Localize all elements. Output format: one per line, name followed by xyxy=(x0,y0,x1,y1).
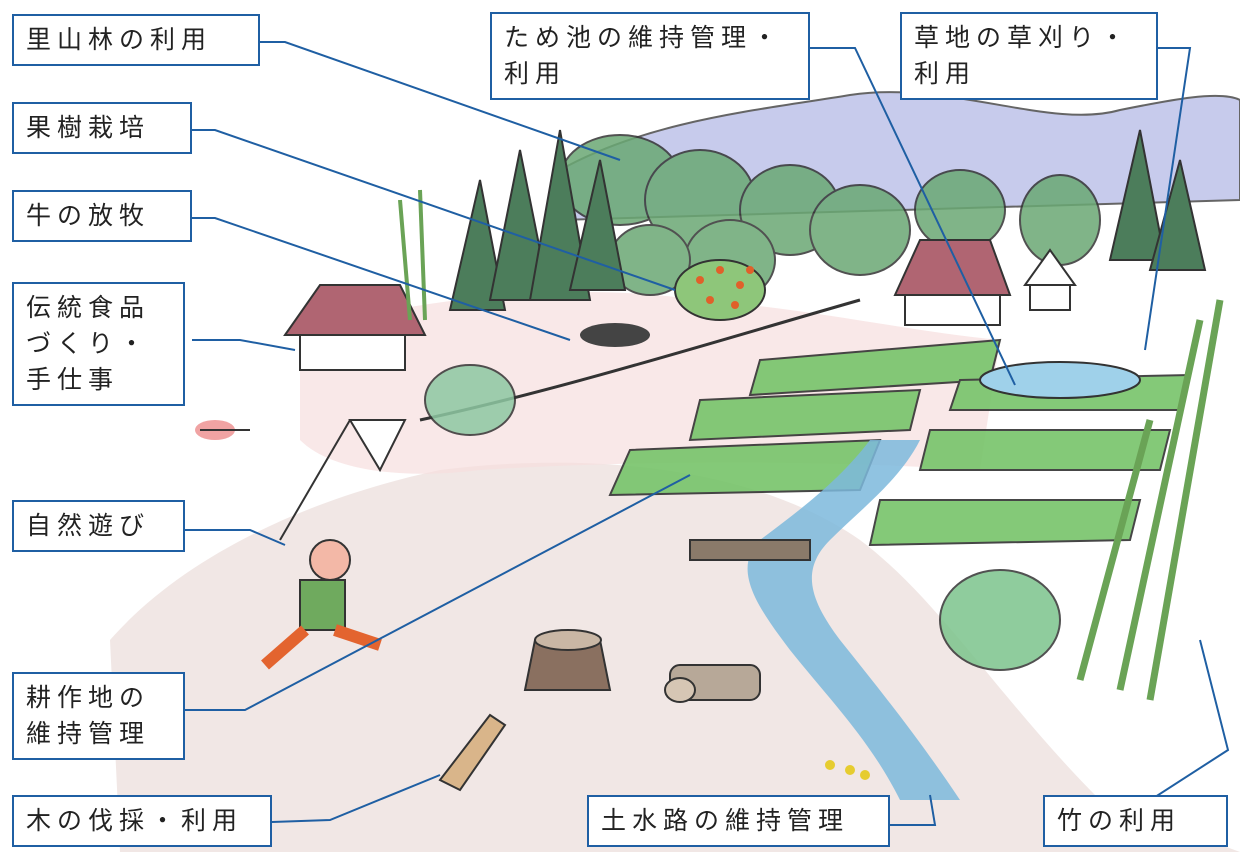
pond xyxy=(979,361,1141,399)
label-grassland: 草地の草刈り・ 利用 xyxy=(900,12,1158,100)
leader-nature xyxy=(185,529,286,546)
leader-farmland xyxy=(185,474,691,711)
leader-traditional xyxy=(192,339,296,351)
leader-bamboo xyxy=(1134,639,1230,811)
label-farmland-line1: 耕作地の xyxy=(26,683,151,712)
forest xyxy=(559,134,1101,301)
label-cattle-grazing: 牛の放牧 xyxy=(12,190,192,242)
cedar-trees xyxy=(448,129,1207,311)
label-satoyama-forest-text: 里山林の利用 xyxy=(26,25,213,54)
label-fruit-trees: 果樹栽培 xyxy=(12,102,192,154)
bamboo-left xyxy=(398,189,427,321)
bush xyxy=(939,569,1061,671)
label-traditional-food: 伝統食品 づくり・ 手仕事 xyxy=(12,282,185,406)
bamboo xyxy=(1076,299,1224,701)
label-pond: ため池の維持管理・ 利用 xyxy=(490,12,810,100)
leader-cattle xyxy=(192,217,571,341)
leader-fruit xyxy=(192,129,676,291)
leader-tree-felling xyxy=(271,774,441,823)
bridge xyxy=(689,539,811,561)
leader-pond xyxy=(810,47,1016,386)
leader-grassland xyxy=(1144,47,1192,351)
label-pond-line1: ため池の維持管理・ xyxy=(504,23,784,52)
log-pile xyxy=(664,664,761,703)
leader-satoyama xyxy=(260,41,621,161)
cow xyxy=(580,323,650,347)
label-farmland-line2: 維持管理 xyxy=(26,719,151,748)
label-cattle-grazing-text: 牛の放牧 xyxy=(26,201,151,230)
flowers xyxy=(825,760,870,780)
label-earthen-channel: 土水路の維持管理 xyxy=(587,795,890,847)
dragonfly xyxy=(195,420,250,440)
bush-left xyxy=(424,364,516,436)
leader-channel xyxy=(890,794,937,826)
label-grassland-line1: 草地の草刈り・ xyxy=(914,23,1132,52)
child-with-net xyxy=(261,419,407,670)
label-earthen-channel-text: 土水路の維持管理 xyxy=(601,806,850,835)
label-fruit-trees-text: 果樹栽培 xyxy=(26,113,151,142)
log xyxy=(438,713,507,792)
label-tree-felling: 木の伐採・利用 xyxy=(12,795,272,847)
label-grassland-line2: 利用 xyxy=(914,59,977,88)
label-nature-play-text: 自然遊び xyxy=(26,511,151,540)
label-tree-felling-text: 木の伐採・利用 xyxy=(26,806,244,835)
label-traditional-food-line2: づくり・ xyxy=(26,329,151,358)
label-pond-line2: 利用 xyxy=(504,59,567,88)
label-farmland: 耕作地の 維持管理 xyxy=(12,672,185,760)
tree-stump xyxy=(523,629,612,691)
house-left xyxy=(283,284,427,371)
label-nature-play: 自然遊び xyxy=(12,500,185,552)
label-bamboo: 竹の利用 xyxy=(1043,795,1228,847)
ground xyxy=(110,462,1240,852)
label-bamboo-text: 竹の利用 xyxy=(1057,806,1182,835)
stream xyxy=(747,440,960,800)
label-traditional-food-line3: 手仕事 xyxy=(26,365,120,394)
label-traditional-food-line1: 伝統食品 xyxy=(26,293,151,322)
label-satoyama-forest: 里山林の利用 xyxy=(12,14,260,66)
